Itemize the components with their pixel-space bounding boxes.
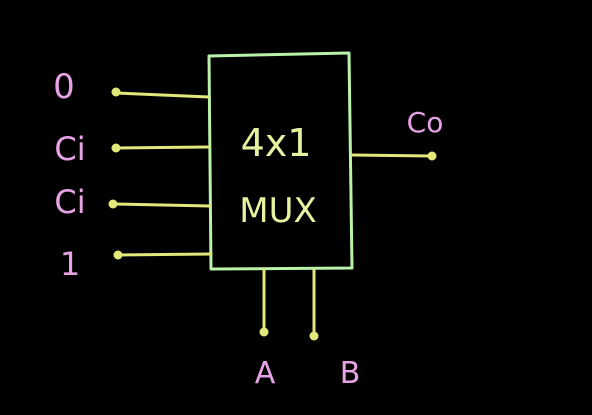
input-terminal-3 (113, 250, 123, 260)
input-terminal-0 (111, 87, 121, 97)
output-wire (350, 153, 434, 158)
input-terminal-1 (111, 143, 121, 153)
select-terminal-b (309, 331, 319, 341)
select-label-b: B (340, 356, 361, 391)
mux-label-type: MUX (239, 191, 317, 231)
select-lines: A B (255, 268, 361, 391)
output: Co (350, 106, 444, 161)
input-labels: 0 Ci Ci 1 (53, 67, 85, 283)
input-wire-0 (114, 91, 211, 99)
input-wire-1 (114, 145, 211, 150)
output-terminal (427, 151, 437, 161)
input-label-3: 1 (60, 245, 80, 283)
select-label-a: A (255, 356, 276, 391)
input-wire-2 (111, 202, 212, 208)
input-terminal-2 (108, 199, 118, 209)
mux-label-size: 4x1 (241, 121, 312, 165)
input-label-0: 0 (53, 67, 75, 107)
output-label: Co (407, 106, 444, 139)
input-wires (108, 87, 213, 260)
input-wire-3 (116, 252, 213, 257)
input-label-2: Ci (54, 183, 85, 221)
input-label-1: Ci (54, 130, 85, 168)
select-terminal-a (259, 327, 269, 337)
mux-block-outline (207, 51, 354, 271)
mux-block: 4x1 MUX (207, 51, 354, 271)
